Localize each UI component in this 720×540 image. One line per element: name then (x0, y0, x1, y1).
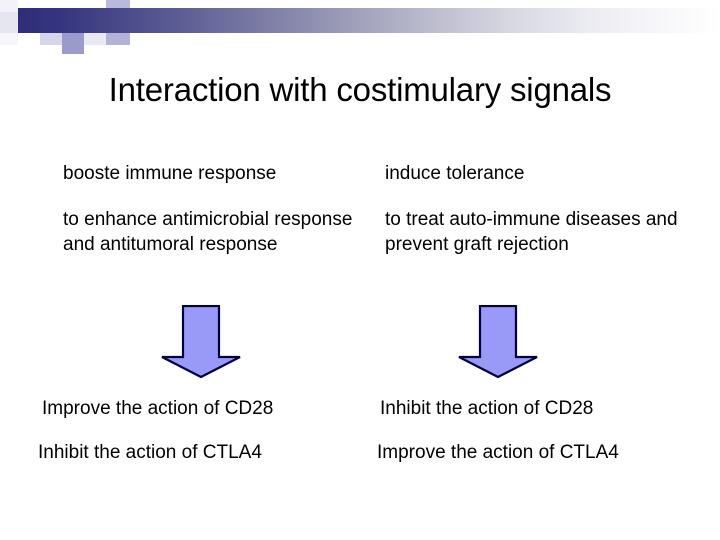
deco-square-lilac-1 (40, 33, 62, 45)
slide-header-decoration (0, 0, 720, 54)
column-left: booste immune response to enhance antimi… (63, 162, 363, 257)
down-arrow-icon-left (161, 305, 241, 379)
page-title: Interaction with costimulary signals (108, 71, 612, 108)
deco-square-pale-3 (0, 33, 18, 45)
outcome-left-2: Inhibit the action of CTLA4 (38, 442, 262, 463)
column-right: induce tolerance to treat auto-immune di… (385, 162, 695, 257)
outcome-right-2: Improve the action of CTLA4 (377, 442, 619, 463)
deco-square-periwinkle-1 (62, 33, 84, 54)
outcome-right-1: Inhibit the action of CD28 (380, 398, 594, 419)
deco-square-periwinkle-3 (106, 33, 130, 45)
deco-square-lilac-3 (84, 33, 106, 45)
deco-square-pale-2 (0, 12, 18, 33)
column-right-lead: induce tolerance (385, 163, 525, 184)
outcome-left-1: Improve the action of CD28 (42, 398, 274, 419)
column-right-detail: to treat auto-immune diseases and preven… (385, 209, 678, 255)
header-gradient-bar (18, 8, 720, 33)
column-left-lead: booste immune response (63, 163, 277, 184)
deco-square-pale-1 (0, 0, 18, 12)
column-left-detail: to enhance antimicrobial response and an… (63, 209, 353, 255)
down-arrow-icon-right (458, 305, 538, 379)
